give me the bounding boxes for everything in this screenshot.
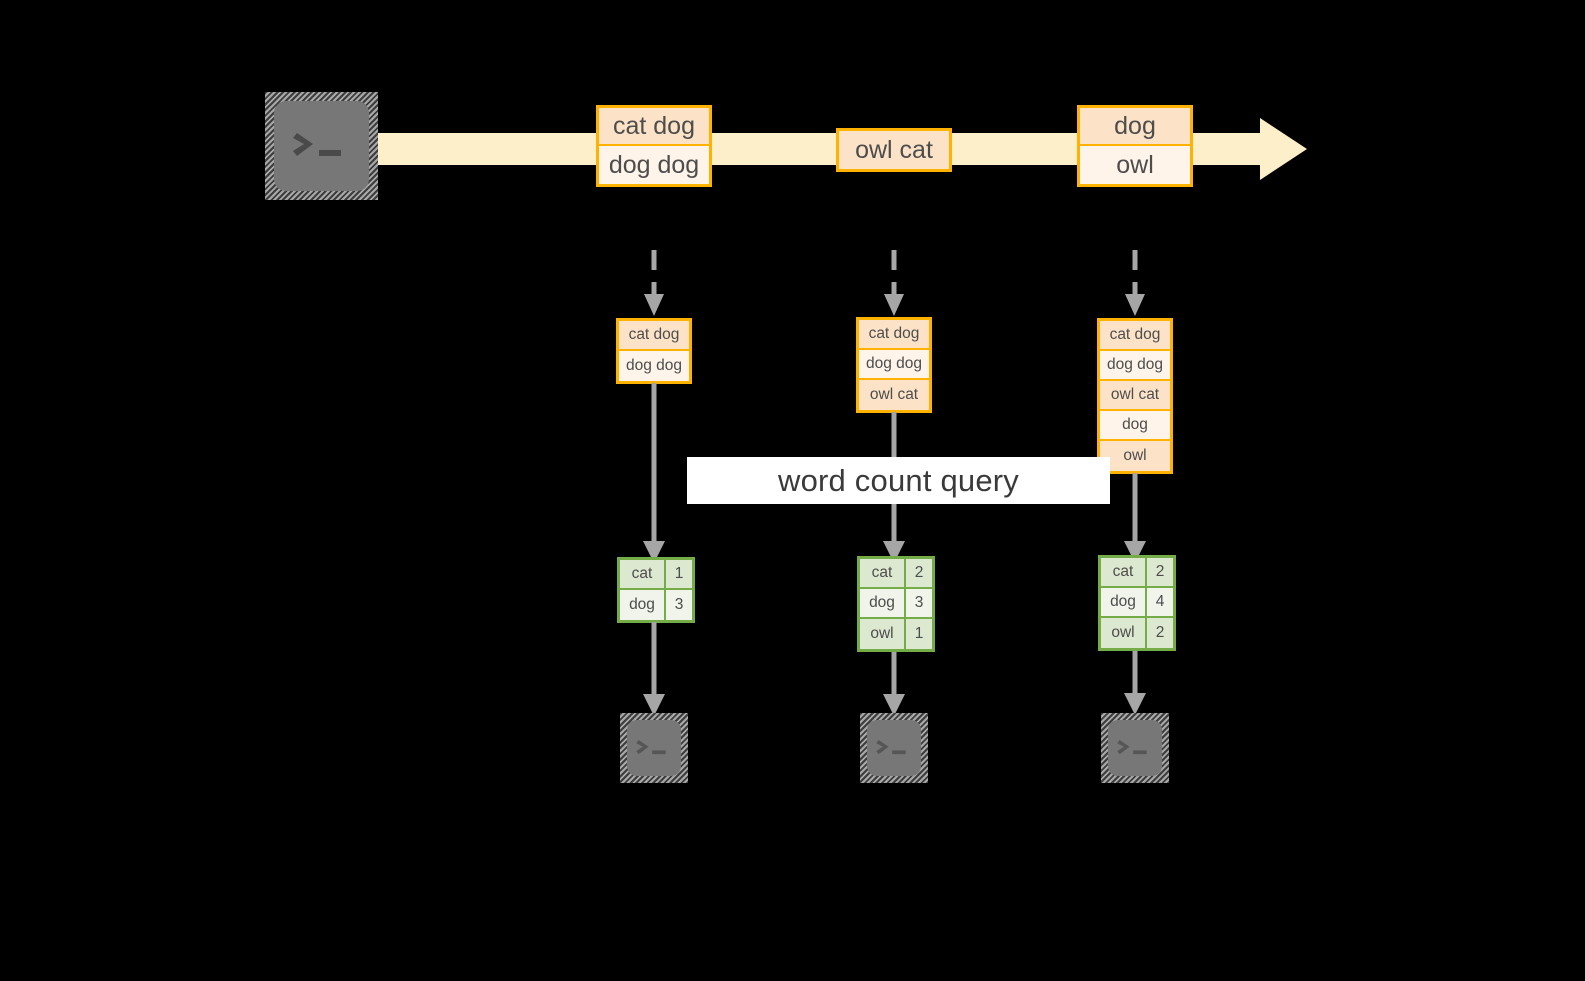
snapshot-row: dog dog xyxy=(1100,351,1170,381)
snapshot-row: owl cat xyxy=(859,380,929,410)
result-word: dog xyxy=(860,589,906,617)
result-count: 1 xyxy=(666,560,692,588)
result-word: cat xyxy=(620,560,666,588)
stream-event-row: dog dog xyxy=(599,146,709,184)
table-row: cat 2 xyxy=(860,559,932,589)
snapshot-row: dog dog xyxy=(619,351,689,381)
word-count-query-label: word count query xyxy=(687,457,1110,504)
snapshot-2: cat dog dog dog owl cat xyxy=(856,317,932,413)
result-count: 3 xyxy=(906,589,932,617)
sink-terminal-icon-2 xyxy=(860,713,928,783)
dashed-connector-2 xyxy=(884,250,904,316)
stream-event-row: owl xyxy=(1080,146,1190,184)
snapshot-row: cat dog xyxy=(619,321,689,351)
sink-connector-3 xyxy=(1124,651,1146,715)
stream-event-row: dog xyxy=(1080,108,1190,146)
sink-connector-2 xyxy=(883,652,905,716)
result-table-3: cat 2 dog 4 owl 2 xyxy=(1098,555,1176,651)
snapshot-row: owl xyxy=(1100,441,1170,471)
terminal-prompt-icon xyxy=(876,740,906,755)
snapshot-row: owl cat xyxy=(1100,381,1170,411)
terminal-prompt-icon xyxy=(636,740,666,755)
result-word: cat xyxy=(860,559,906,587)
sink-connector-1 xyxy=(643,622,665,716)
table-row: dog 3 xyxy=(860,589,932,619)
sink-terminal-icon-1 xyxy=(620,713,688,783)
result-count: 2 xyxy=(1147,618,1173,648)
result-count: 1 xyxy=(906,619,932,649)
result-word: owl xyxy=(1101,618,1147,648)
terminal-prompt-icon xyxy=(292,133,341,156)
result-count: 2 xyxy=(906,559,932,587)
result-word: dog xyxy=(620,590,666,620)
stream-event-row: cat dog xyxy=(599,108,709,146)
stream-event-group-1: cat dog dog dog xyxy=(596,105,712,187)
result-count: 4 xyxy=(1147,588,1173,616)
snapshot-1: cat dog dog dog xyxy=(616,318,692,384)
dashed-connector-3 xyxy=(1125,250,1145,316)
result-table-2: cat 2 dog 3 owl 1 xyxy=(857,556,935,652)
snapshot-row: cat dog xyxy=(1100,321,1170,351)
result-word: dog xyxy=(1101,588,1147,616)
snapshot-row: dog xyxy=(1100,411,1170,441)
dashed-connector-1 xyxy=(644,250,664,316)
result-word: owl xyxy=(860,619,906,649)
table-row: cat 2 xyxy=(1101,558,1173,588)
snapshot-row: cat dog xyxy=(859,320,929,350)
stream-event-group-2: owl cat xyxy=(836,128,952,172)
stream-event-row: owl cat xyxy=(839,131,949,169)
snapshot-3: cat dog dog dog owl cat dog owl xyxy=(1097,318,1173,474)
sink-terminal-icon-3 xyxy=(1101,713,1169,783)
result-count: 3 xyxy=(666,590,692,620)
source-terminal-icon xyxy=(265,92,378,200)
table-row: owl 1 xyxy=(860,619,932,649)
query-connector-3 xyxy=(1124,473,1146,563)
table-row: owl 2 xyxy=(1101,618,1173,648)
query-connector-1 xyxy=(643,383,665,563)
table-row: cat 1 xyxy=(620,560,692,590)
terminal-prompt-icon xyxy=(1117,740,1147,755)
snapshot-row: dog dog xyxy=(859,350,929,380)
result-table-1: cat 1 dog 3 xyxy=(617,557,695,623)
result-count: 2 xyxy=(1147,558,1173,586)
table-row: dog 4 xyxy=(1101,588,1173,618)
table-row: dog 3 xyxy=(620,590,692,620)
result-word: cat xyxy=(1101,558,1147,586)
query-label-text: word count query xyxy=(778,462,1019,498)
stream-event-group-3: dog owl xyxy=(1077,105,1193,187)
